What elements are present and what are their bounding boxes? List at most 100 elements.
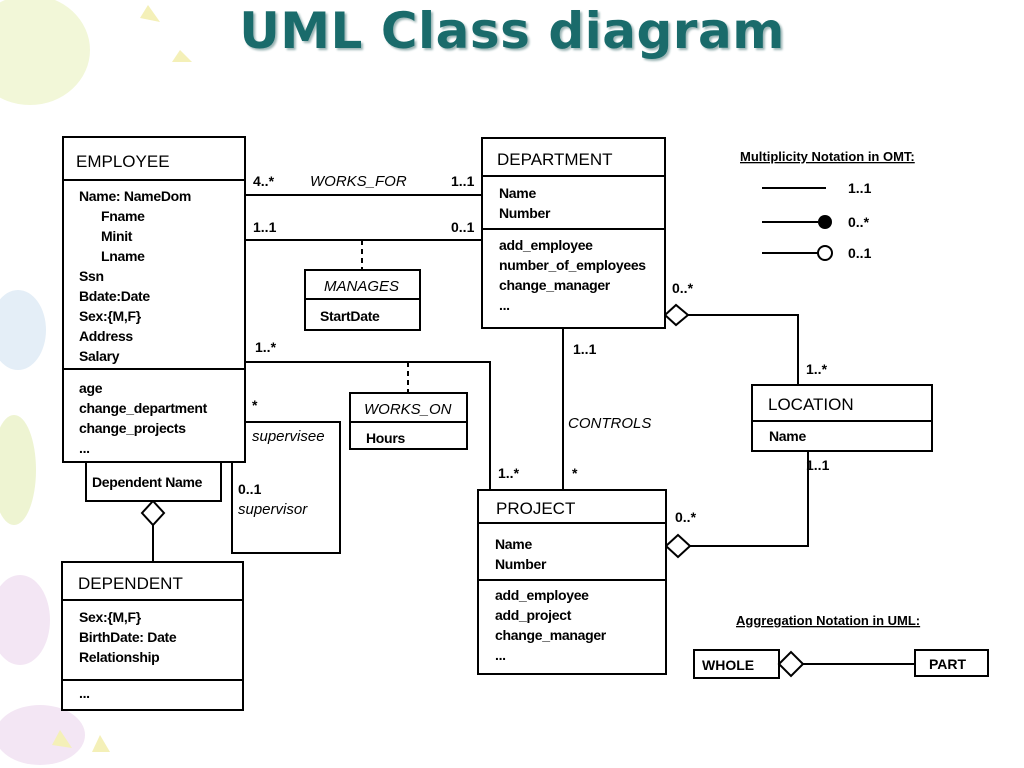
employee-attr: Address — [79, 328, 133, 344]
dependent-op: ... — [79, 685, 90, 701]
whole-box — [693, 649, 780, 679]
project-op: change_manager — [495, 627, 607, 643]
multiplicity-legend-title: Multiplicity Notation in OMT: — [740, 149, 915, 164]
location-name: LOCATION — [768, 395, 854, 414]
employee-dependent-diamond — [140, 499, 166, 527]
class-works-on: WORKS_ON Hours — [349, 392, 468, 450]
project-op: add_project — [495, 607, 572, 623]
legend-filled-dot — [818, 215, 832, 229]
decor-leaf — [0, 415, 36, 525]
employee-op: change_projects — [79, 420, 186, 436]
manages-name: MANAGES — [324, 278, 399, 295]
whole-label: WHOLE — [702, 657, 754, 673]
proj-location-diamond — [664, 533, 692, 559]
employee-attr: Salary — [79, 348, 120, 364]
dept-location-line — [688, 314, 799, 385]
works-on-attr: Hours — [366, 430, 405, 446]
employee-op: age — [79, 380, 103, 396]
works-on-proj-mult: 1..* — [498, 465, 520, 481]
works-on-name: WORKS_ON — [364, 401, 452, 418]
class-employee: EMPLOYEE Name: NameDom Fname Minit Lname… — [62, 136, 246, 463]
proj-location-line — [690, 451, 809, 547]
supervisee-mult: * — [252, 397, 258, 413]
part-box — [914, 649, 989, 677]
qualifier-box — [85, 461, 222, 502]
class-manages: MANAGES StartDate — [304, 269, 421, 331]
supervision-line — [231, 421, 341, 554]
dept-location-dept-mult: 0..* — [672, 280, 694, 296]
dept-location-loc-mult: 1..* — [806, 361, 828, 377]
decor-star — [92, 735, 110, 752]
employee-attr: Minit — [101, 228, 133, 244]
project-attr: Name — [495, 536, 532, 552]
employee-attr: Sex:{M,F} — [79, 308, 142, 324]
controls-dept-mult: 1..1 — [573, 341, 597, 357]
works-for-label: WORKS_FOR — [310, 173, 407, 190]
manages-dept-mult: 0..1 — [451, 219, 475, 235]
dependent-name: DEPENDENT — [78, 574, 183, 593]
employee-name: EMPLOYEE — [76, 152, 170, 171]
decor-balloon — [0, 575, 50, 665]
department-attr: Number — [499, 205, 551, 221]
legend-row-label: 1..1 — [848, 180, 872, 196]
class-project: PROJECT Name Number add_employee add_pro… — [477, 489, 667, 675]
dependent-attr: Sex:{M,F} — [79, 609, 142, 625]
supervisor-role: supervisor — [238, 501, 308, 518]
department-name: DEPARTMENT — [497, 150, 613, 169]
legend-row-label: 0..1 — [848, 245, 872, 261]
dependent-attr: Relationship — [79, 649, 159, 665]
decor-balloon — [0, 290, 46, 370]
project-name: PROJECT — [496, 499, 575, 518]
multiplicity-legend: Multiplicity Notation in OMT: 1..1 0..* … — [740, 149, 915, 261]
class-dependent: DEPENDENT Sex:{M,F} BirthDate: Date Rela… — [61, 561, 244, 711]
decor-balloon — [0, 705, 85, 765]
location-attr: Name — [769, 428, 806, 444]
project-op: add_employee — [495, 587, 589, 603]
aggregation-legend-title: Aggregation Notation in UML: — [736, 613, 920, 628]
dept-location-diamond — [663, 303, 690, 327]
legend-hollow-dot — [817, 245, 833, 261]
aggregation-legend: Aggregation Notation in UML: WHOLE PART — [693, 613, 989, 679]
qualifier-label: Dependent Name — [92, 474, 203, 490]
dependent-attr: BirthDate: Date — [79, 629, 177, 645]
employee-box — [62, 136, 246, 463]
manages-emp-mult: 1..1 — [253, 219, 277, 235]
works-on-line — [245, 361, 491, 490]
location-box — [751, 384, 933, 452]
works-for-emp-mult: 4..* — [253, 173, 275, 189]
department-op: change_manager — [499, 277, 611, 293]
decor-leaf — [0, 0, 90, 105]
employee-attr: Ssn — [79, 268, 104, 284]
department-op: add_employee — [499, 237, 593, 253]
part-label: PART — [929, 656, 967, 672]
slide-title: UML Class diagram — [239, 2, 785, 60]
decor-star — [172, 50, 192, 62]
project-box — [477, 489, 667, 675]
employee-op: ... — [79, 440, 90, 456]
supervisor-mult: 0..1 — [238, 481, 262, 497]
aggregation-diamond — [777, 650, 805, 678]
supervisee-role: supervisee — [252, 428, 325, 445]
employee-attr: Name: NameDom — [79, 188, 191, 204]
department-op: number_of_employees — [499, 257, 646, 273]
department-attr: Name — [499, 185, 536, 201]
project-op: ... — [495, 647, 506, 663]
employee-attr: Fname — [101, 208, 145, 224]
works-on-emp-mult: 1..* — [255, 339, 277, 355]
employee-op: change_department — [79, 400, 208, 416]
dependent-box — [61, 561, 244, 711]
proj-location-loc-mult: 1..1 — [806, 457, 830, 473]
project-attr: Number — [495, 556, 547, 572]
class-location: LOCATION Name — [751, 384, 933, 452]
works-for-dept-mult: 1..1 — [451, 173, 475, 189]
decor-star — [52, 730, 72, 748]
employee-attr: Bdate:Date — [79, 288, 150, 304]
proj-location-proj-mult: 0..* — [675, 509, 697, 525]
controls-label: CONTROLS — [568, 415, 651, 432]
decor-star — [140, 5, 160, 22]
department-op: ... — [499, 297, 510, 313]
department-box — [481, 137, 666, 329]
class-department: DEPARTMENT Name Number add_employee numb… — [481, 137, 666, 329]
